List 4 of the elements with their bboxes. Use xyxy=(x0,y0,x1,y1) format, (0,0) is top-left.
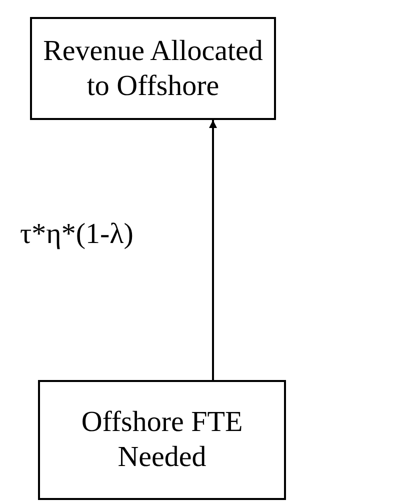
arrow xyxy=(209,120,217,380)
process-box: Offshore FTE Needed xyxy=(38,380,286,500)
process-box: Revenue Allocated to Offshore xyxy=(30,17,276,120)
edge-label: τ*η*(1-λ) xyxy=(20,220,134,249)
